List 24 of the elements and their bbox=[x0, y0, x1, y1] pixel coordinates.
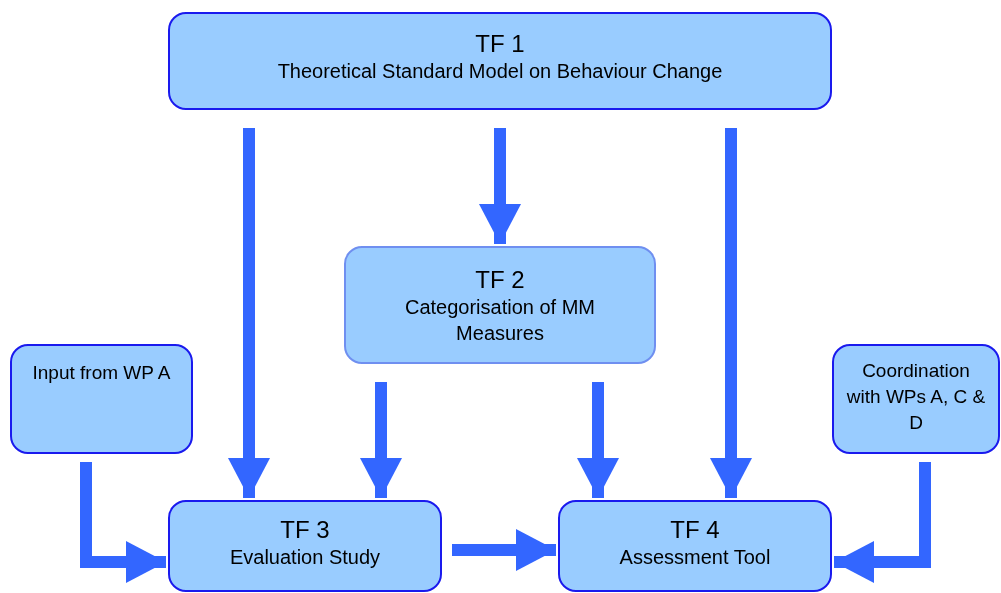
process-box bbox=[344, 246, 656, 364]
arrow bbox=[710, 128, 752, 498]
arrow bbox=[479, 128, 521, 244]
arrow bbox=[834, 462, 931, 583]
box-text: Assessment Tool bbox=[619, 545, 771, 570]
process-box bbox=[558, 500, 832, 592]
box-text: Evaluation Study bbox=[229, 545, 381, 570]
arrow bbox=[80, 462, 166, 583]
box-text: Coordination with WPs A, C & D bbox=[846, 359, 986, 435]
arrow bbox=[228, 128, 270, 498]
arrow bbox=[452, 529, 556, 571]
box-text: Input from WP A bbox=[32, 361, 171, 385]
arrow bbox=[360, 382, 402, 498]
box-heading: TF 3 bbox=[280, 516, 330, 544]
process-box bbox=[168, 12, 832, 110]
box-text: Theoretical Standard Model on Behaviour Change bbox=[277, 59, 723, 84]
process-box bbox=[832, 344, 1000, 454]
box-heading: TF 1 bbox=[475, 30, 525, 58]
box-heading: TF 4 bbox=[670, 516, 720, 544]
arrow bbox=[577, 382, 619, 498]
process-box bbox=[168, 500, 442, 592]
box-heading: TF 2 bbox=[475, 266, 525, 294]
box-text: Categorisation of MM Measures bbox=[403, 295, 597, 346]
process-box bbox=[10, 344, 193, 454]
